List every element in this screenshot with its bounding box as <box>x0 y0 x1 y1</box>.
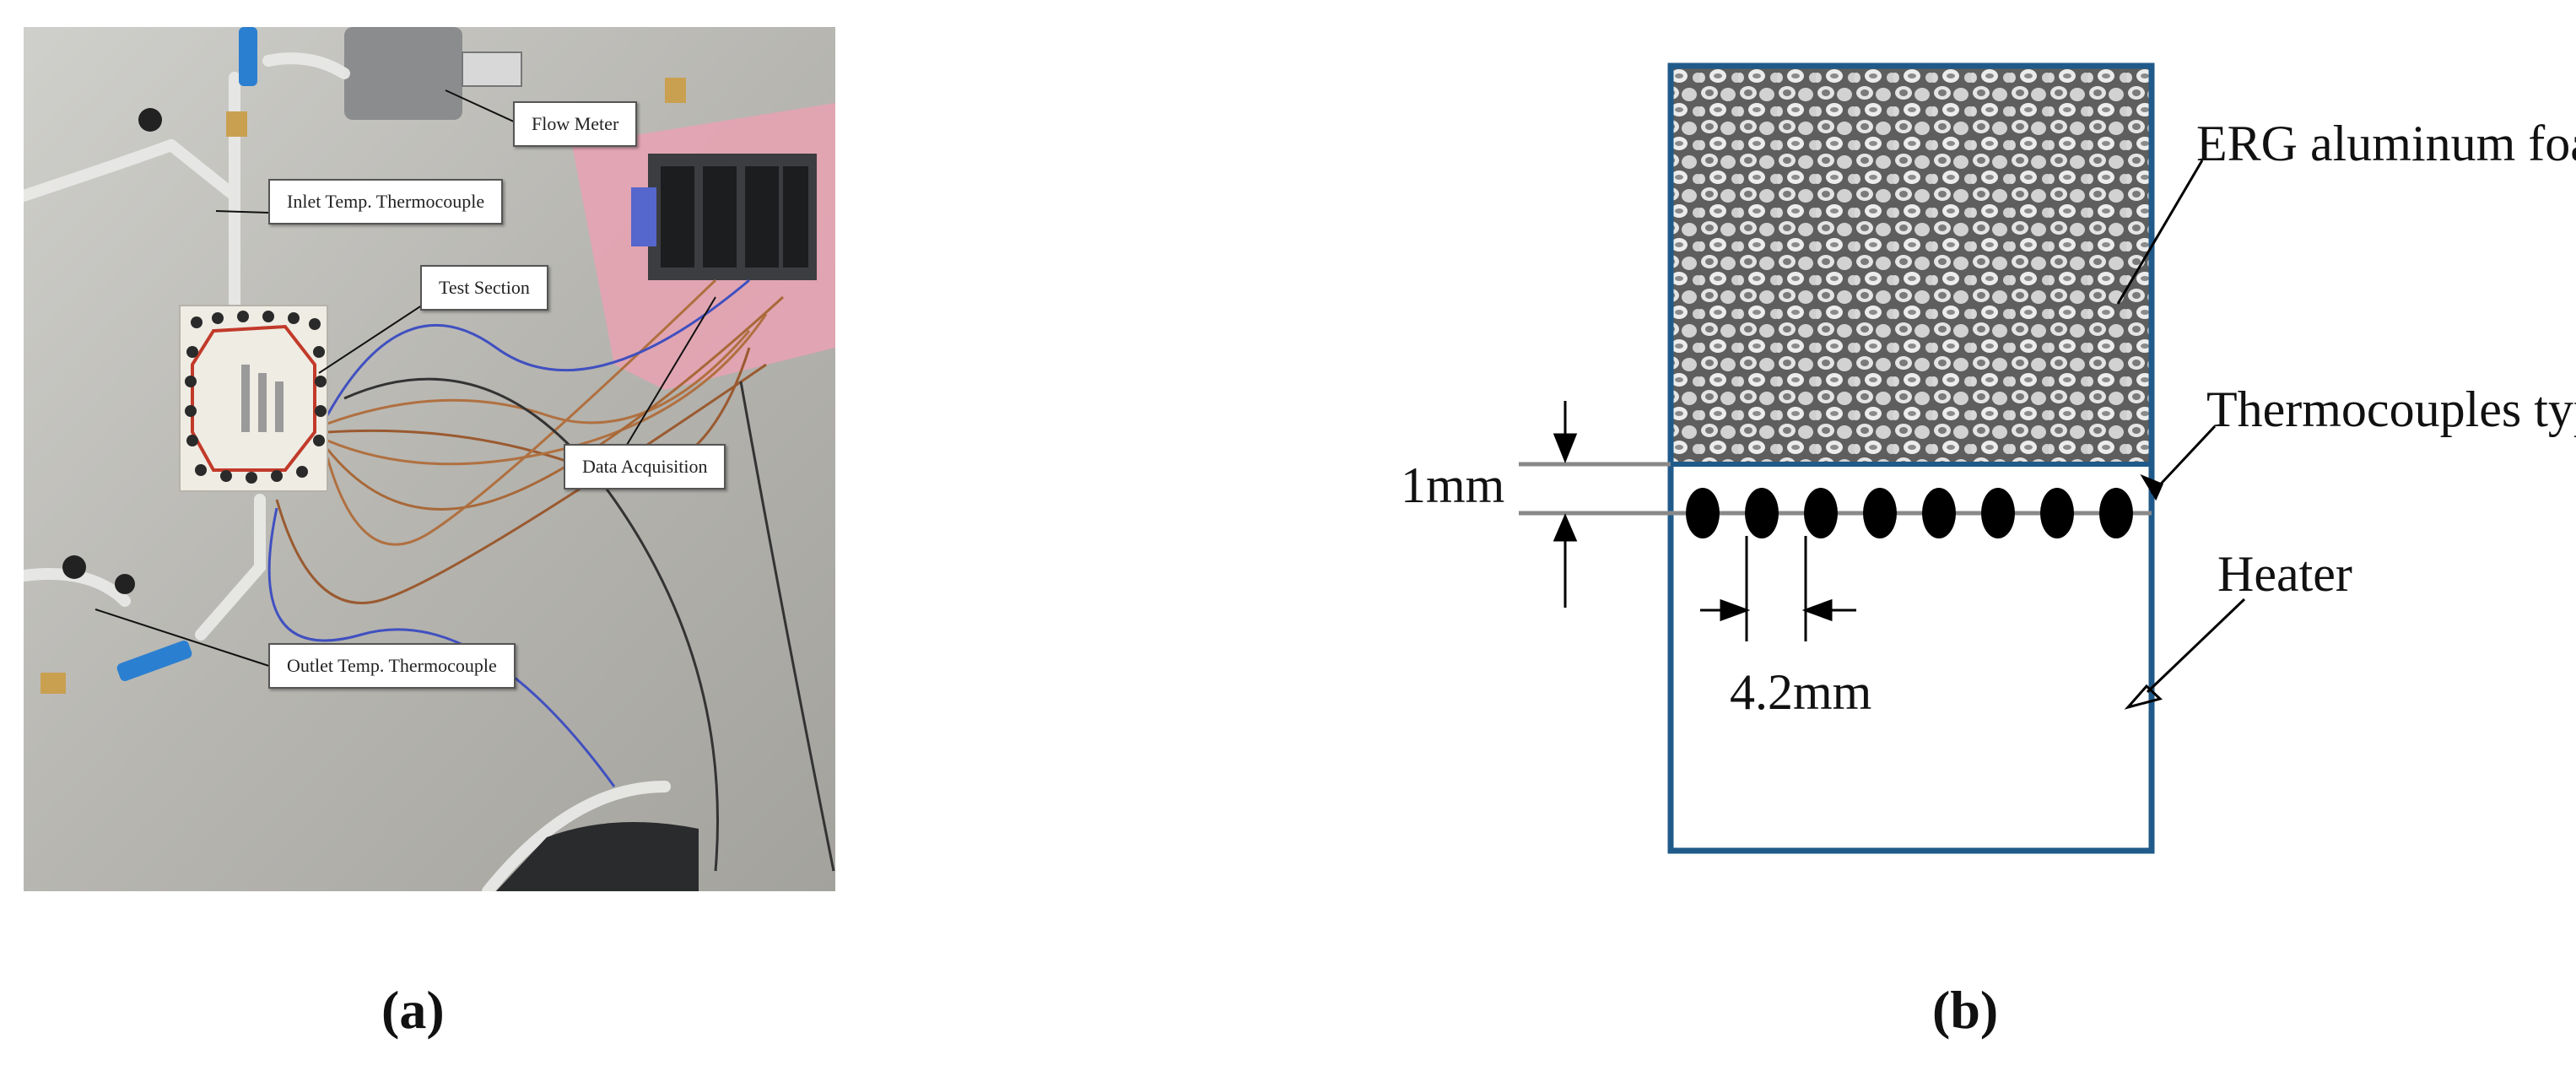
blue-valve-bottom <box>116 640 192 682</box>
inlet-thermocouple-callout: Inlet Temp. Thermocouple <box>268 179 504 224</box>
heater-label: Heater <box>2217 546 2352 602</box>
thermocouple-dot <box>1804 488 1838 538</box>
spacing-label: 4.2mm <box>1730 664 1871 720</box>
flow-meter-body <box>344 27 462 120</box>
data-acquisition-callout: Data Acquisition <box>564 444 726 490</box>
foam-label: ERG aluminum foam <box>2196 116 2576 171</box>
label-leaders <box>2116 160 2246 710</box>
panel-a-caption: (a) <box>381 980 445 1040</box>
thermocouple-dot <box>1745 488 1779 538</box>
thermocouple-dot <box>1863 488 1897 538</box>
data-acquisition-unit <box>631 154 817 280</box>
thermocouple-dot <box>1981 488 2015 538</box>
schematic-drawing: ERG aluminum foam Thermocouples type (T)… <box>1401 62 2576 854</box>
foam-heater-schematic: ERG aluminum foam Thermocouples type (T)… <box>1350 51 2576 895</box>
gap-dimension <box>1553 401 1578 608</box>
brass-fittings <box>41 78 686 694</box>
experimental-setup-photo: Flow Meter Inlet Temp. Thermocouple Test… <box>18 27 835 897</box>
spacing-dimension <box>1700 536 1856 641</box>
thermocouple-dot <box>1922 488 1956 538</box>
aluminum-foam <box>1671 66 2152 462</box>
panel-b-caption: (b) <box>1932 980 1999 1040</box>
gap-label: 1mm <box>1401 457 1504 513</box>
thermocouples-label: Thermocouples type (T) <box>2206 381 2576 437</box>
flow-meter-callout: Flow Meter <box>513 101 638 147</box>
black-fittings <box>62 108 162 594</box>
test-section-block <box>179 305 328 492</box>
outlet-thermocouple-callout: Outlet Temp. Thermocouple <box>268 643 516 689</box>
schematic-frame <box>1667 62 2155 854</box>
test-section-callout: Test Section <box>420 265 548 311</box>
flow-meter-fitting <box>462 51 522 87</box>
pump-housing <box>496 822 699 891</box>
thermocouple-wires <box>267 279 835 872</box>
thermocouple-dot <box>2099 488 2133 538</box>
thermocouple-dots <box>1686 488 2133 538</box>
thermocouple-dot <box>1686 488 1720 538</box>
thermocouple-dot <box>2040 488 2074 538</box>
blue-valve-top <box>239 27 257 86</box>
